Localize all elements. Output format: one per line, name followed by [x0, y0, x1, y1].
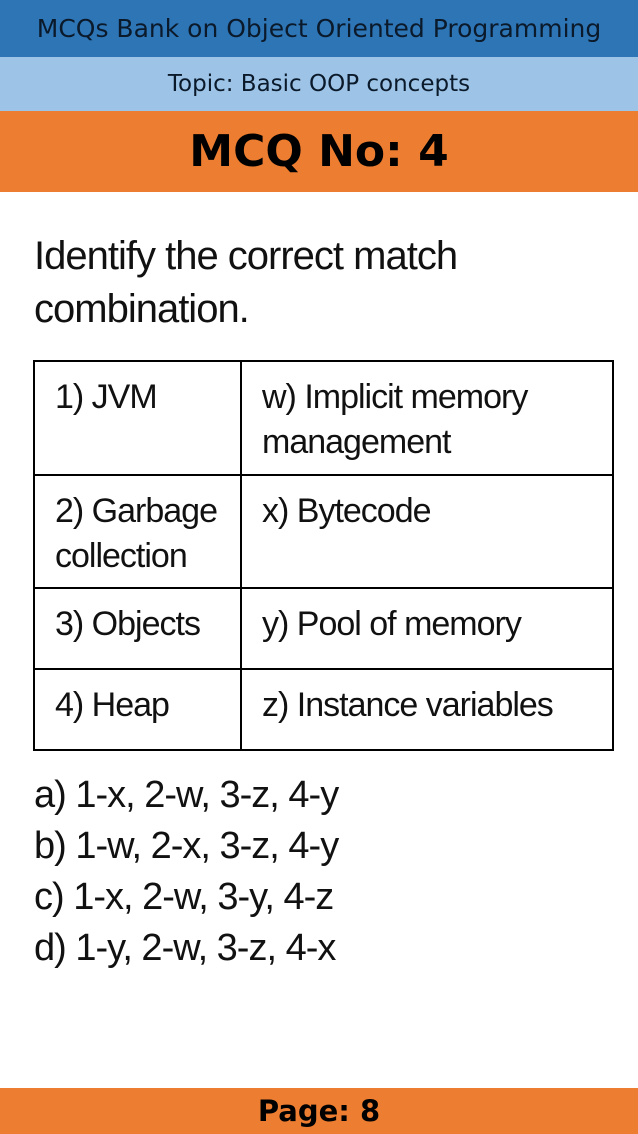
topic-label: Topic: Basic OOP concepts: [167, 71, 471, 97]
page-footer-bar: Page: 8: [0, 1088, 638, 1134]
page-number: Page: 8: [257, 1094, 381, 1128]
table-cell-right: z) Instance variables: [240, 668, 614, 751]
table-row: 3) Objects y) Pool of memory: [33, 587, 614, 670]
answer-options: a) 1-x, 2-w, 3-z, 4-y b) 1-w, 2-x, 3-z, …: [34, 770, 594, 974]
table-cell-left: 4) Heap: [33, 668, 242, 751]
match-table: 1) JVM w) Implicit memory management 2) …: [33, 360, 614, 751]
table-cell-left: 1) JVM: [33, 360, 242, 476]
table-cell-left: 2) Garbage collection: [33, 474, 242, 589]
mcq-number-bar: MCQ No: 4: [0, 111, 638, 192]
mcq-number-label: MCQ No: 4: [189, 126, 449, 177]
option-d: d) 1-y, 2-w, 3-z, 4-x: [34, 927, 336, 969]
table-cell-right: y) Pool of memory: [240, 587, 614, 670]
option-a: a) 1-x, 2-w, 3-z, 4-y: [34, 774, 339, 816]
option-c: c) 1-x, 2-w, 3-y, 4-z: [34, 876, 334, 918]
option-b: b) 1-w, 2-x, 3-z, 4-y: [34, 825, 339, 867]
document-title: MCQs Bank on Object Oriented Programming: [36, 14, 602, 43]
question-text: Identify the correct match combination.: [34, 234, 458, 331]
table-cell-right: w) Implicit memory management: [240, 360, 614, 476]
table-row: 4) Heap z) Instance variables: [33, 668, 614, 751]
table-row: 1) JVM w) Implicit memory management: [33, 360, 614, 476]
table-cell-right: x) Bytecode: [240, 474, 614, 589]
document-title-bar: MCQs Bank on Object Oriented Programming: [0, 0, 638, 57]
table-cell-left: 3) Objects: [33, 587, 242, 670]
table-row: 2) Garbage collection x) Bytecode: [33, 474, 614, 589]
topic-bar: Topic: Basic OOP concepts: [0, 57, 638, 111]
